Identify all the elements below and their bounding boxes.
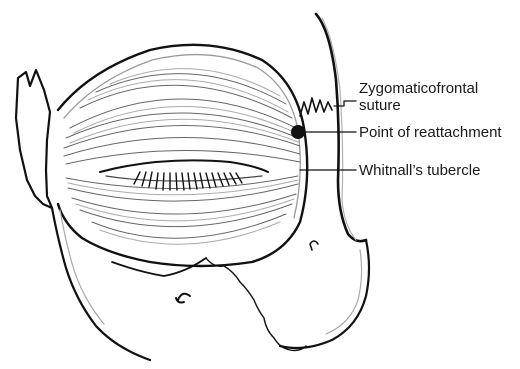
zygomaticofrontal-suture bbox=[300, 98, 332, 116]
zygomatic-arch bbox=[280, 240, 369, 348]
eyelid-upper bbox=[100, 160, 268, 172]
orbital-rim bbox=[58, 45, 307, 266]
left-bone-fragment bbox=[16, 70, 52, 208]
small-foramen-mark bbox=[310, 241, 318, 250]
label-whitnalls-tubercle: Whitnall’s tubercle bbox=[359, 162, 480, 180]
label-point-of-reattachment: Point of reattachment bbox=[359, 124, 502, 142]
zygomaticomaxillary-suture bbox=[206, 258, 306, 351]
maxilla-contour bbox=[112, 258, 206, 276]
infraorbital-foramen bbox=[176, 294, 190, 303]
label-zygomaticofrontal: Zygomaticofrontal bbox=[359, 80, 478, 98]
label-suture: suture bbox=[359, 97, 401, 115]
reattachment-point-marker bbox=[292, 126, 305, 139]
